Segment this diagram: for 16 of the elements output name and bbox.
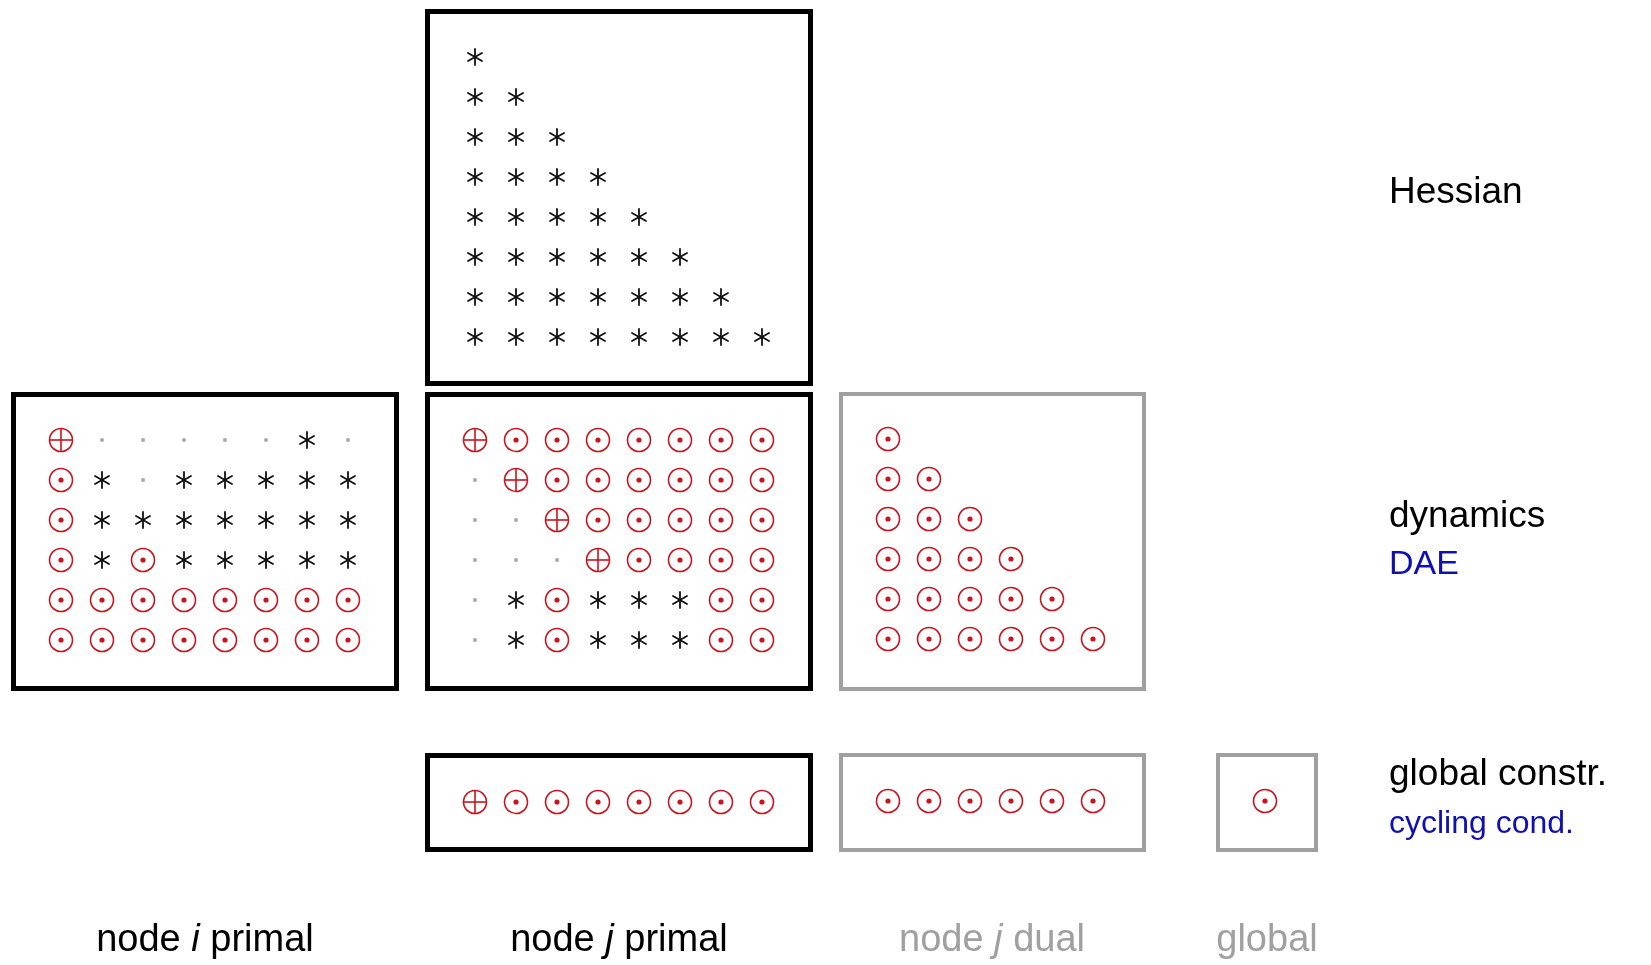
matrix-block	[425, 9, 813, 386]
row-column-label: node j dual	[899, 916, 1085, 961]
row-column-label: cycling cond.	[1389, 803, 1574, 842]
row-column-label: DAE	[1389, 542, 1459, 583]
matrix-block	[425, 392, 813, 691]
row-column-label: Hessian	[1389, 169, 1523, 213]
row-column-label: global constr.	[1389, 751, 1608, 795]
matrix-block	[839, 753, 1146, 852]
row-column-label: node j primal	[510, 916, 728, 961]
matrix-block	[11, 392, 399, 691]
matrix-block	[1216, 753, 1318, 852]
matrix-block	[425, 753, 813, 852]
row-column-label: global	[1216, 916, 1318, 961]
row-column-label: dynamics	[1389, 493, 1546, 537]
row-column-label: node i primal	[96, 916, 314, 961]
matrix-block	[839, 392, 1146, 691]
